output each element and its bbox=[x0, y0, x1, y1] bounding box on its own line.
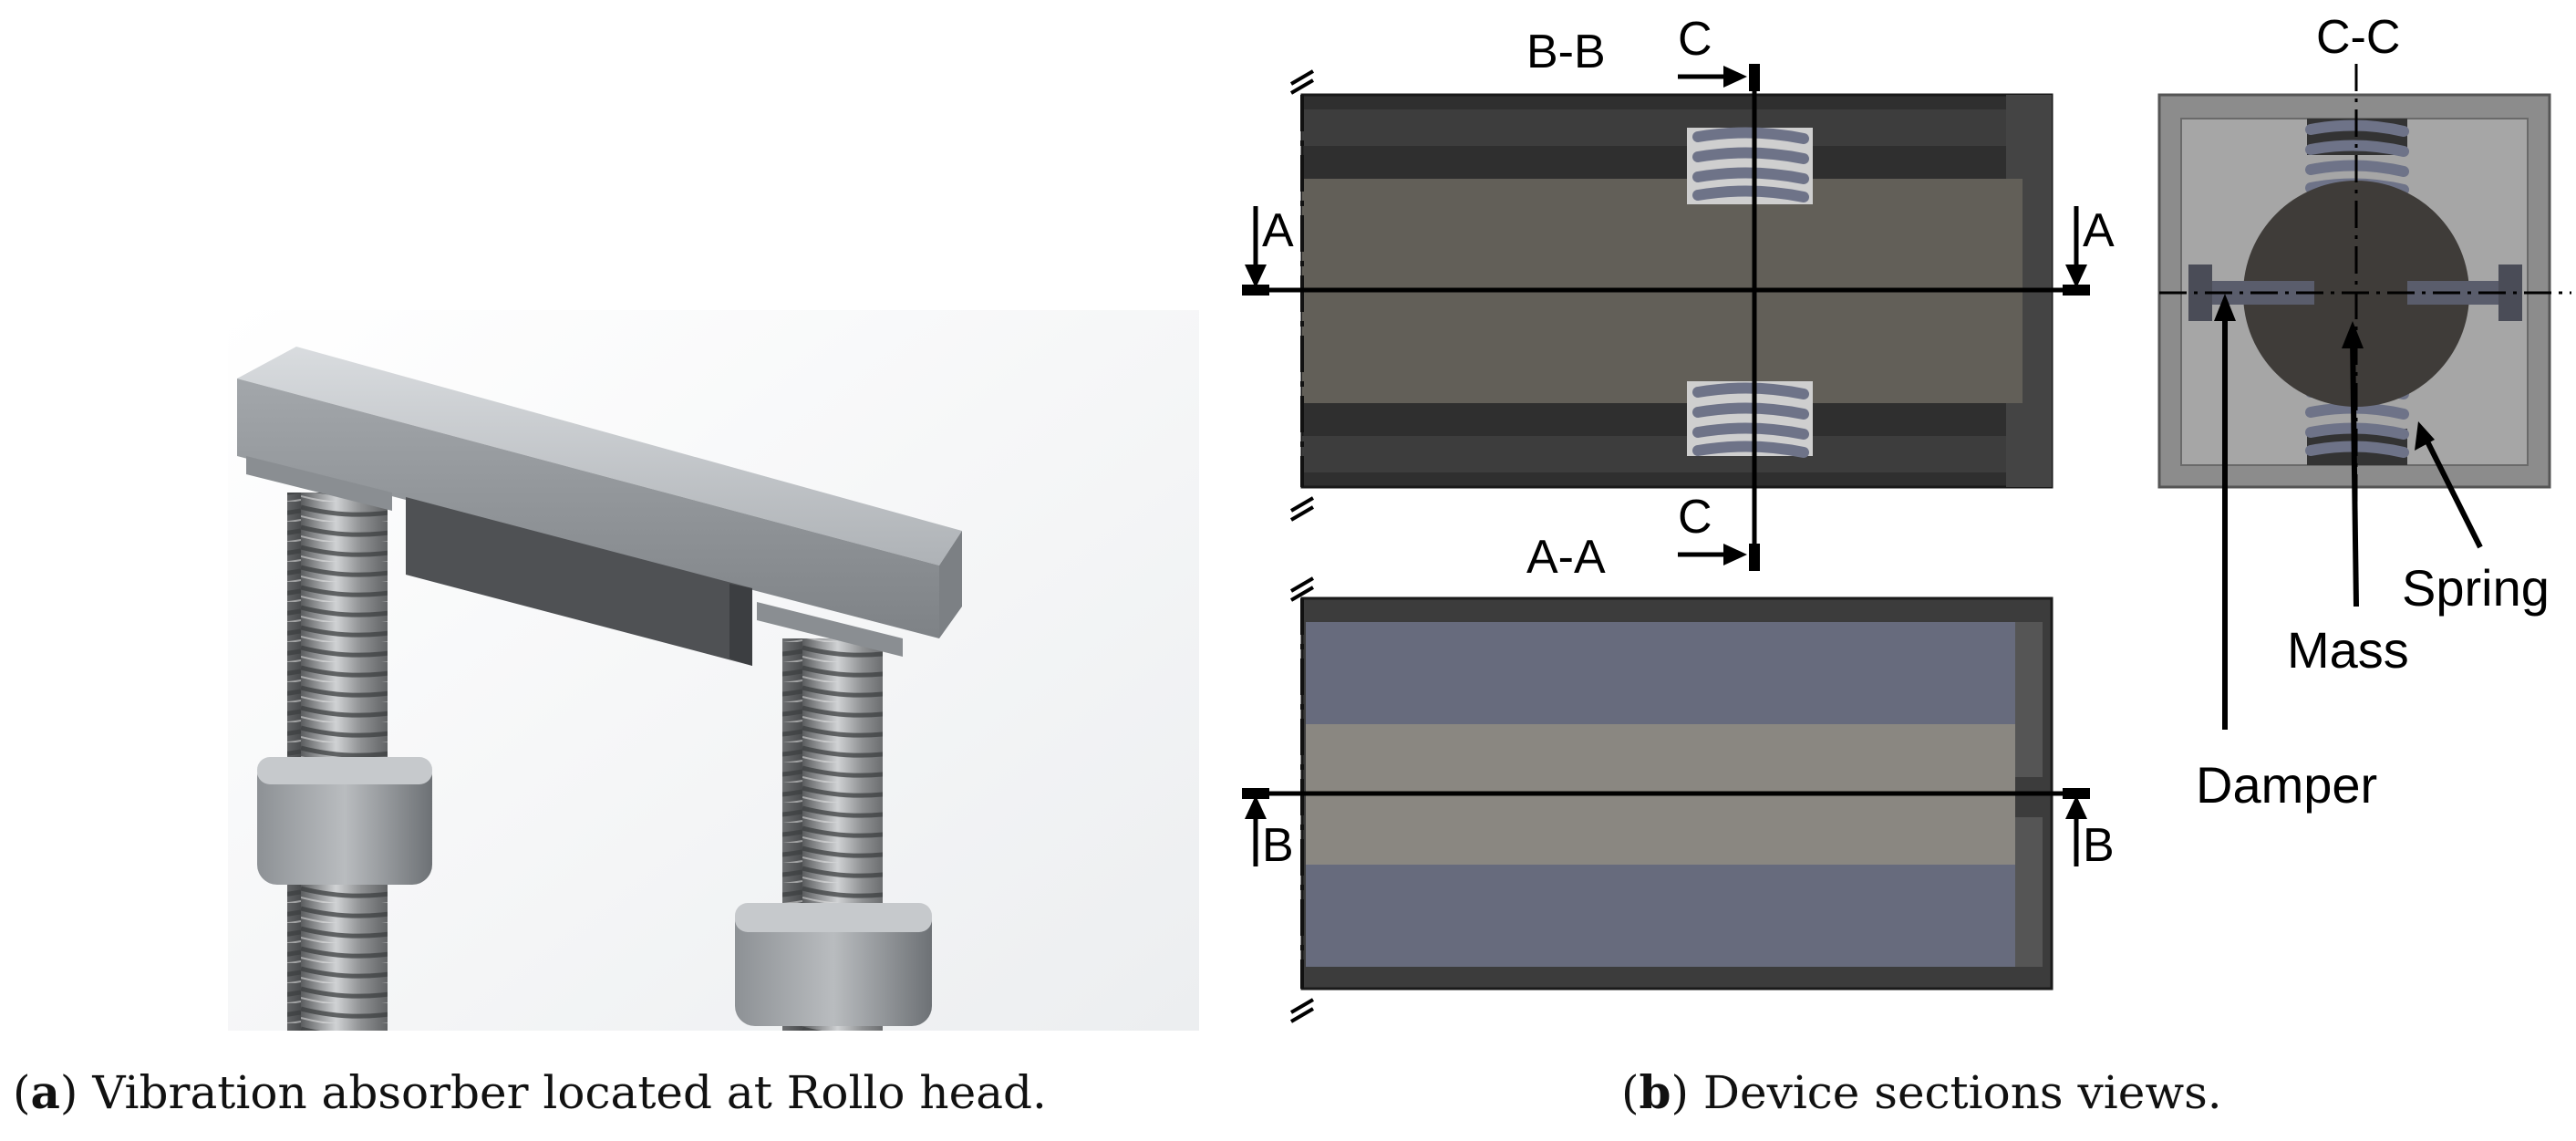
caption-b-letter: b bbox=[1639, 1065, 1671, 1119]
absorber-mass-block bbox=[406, 497, 752, 666]
bb-lower-spring bbox=[1692, 382, 1809, 458]
cut-c-label-top: C bbox=[1678, 13, 1712, 66]
caption-a: (a) Vibration absorber located at Rollo … bbox=[13, 1065, 1047, 1119]
cut-a-label-left: A bbox=[1262, 204, 1294, 257]
section-bb-title: B-B bbox=[1526, 26, 1606, 78]
cut-b-label-right: B bbox=[2083, 819, 2115, 872]
cut-c-label-bottom: C bbox=[1678, 491, 1712, 544]
section-bb-view bbox=[1242, 64, 2090, 571]
section-cc-view bbox=[2157, 64, 2571, 511]
bb-upper-spring bbox=[1692, 127, 1809, 202]
section-aa-view bbox=[1242, 576, 2090, 1023]
aa-upper-chamber bbox=[1306, 622, 2015, 724]
panel-a-render bbox=[228, 310, 1199, 1031]
damper-label: Damper bbox=[2196, 756, 2377, 814]
mass-label: Mass bbox=[2287, 621, 2409, 679]
caption-b: (b) Device sections views. bbox=[1621, 1065, 2222, 1119]
spring-label: Spring bbox=[2402, 559, 2550, 617]
cut-a-label-right: A bbox=[2083, 204, 2115, 257]
spring-arrowhead bbox=[2415, 421, 2435, 451]
mass-arrowhead bbox=[2342, 321, 2364, 348]
absorber-top-bar bbox=[237, 347, 962, 657]
damper-arrowhead bbox=[2214, 294, 2236, 321]
cut-b-label-left: B bbox=[1262, 819, 1294, 872]
right-nut bbox=[735, 903, 932, 1026]
caption-a-letter: a bbox=[30, 1065, 60, 1119]
caption-b-text: Device sections views. bbox=[1702, 1066, 2222, 1119]
section-aa-title: A-A bbox=[1526, 531, 1606, 584]
section-cc-title: C-C bbox=[2316, 11, 2400, 64]
caption-a-text: Vibration absorber located at Rollo head… bbox=[92, 1066, 1047, 1119]
leader-lines bbox=[2222, 310, 2483, 730]
left-nut bbox=[257, 757, 432, 885]
aa-lower-chamber bbox=[1306, 865, 2015, 967]
